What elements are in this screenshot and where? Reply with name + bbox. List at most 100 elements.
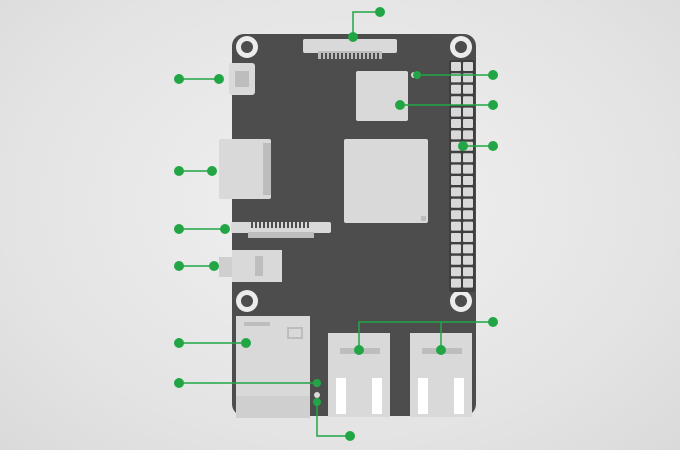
csi-pin [267,222,269,228]
gpio-pin [463,255,473,265]
csi-pin [259,222,261,228]
gpio-pin [451,130,461,140]
status-led-2 [314,392,320,398]
dsi-pin [341,53,343,59]
soc-chip [344,139,428,223]
mipi-csi-connector [231,222,331,238]
ethernet-port [236,316,310,418]
ram-chip [356,71,408,121]
callout-dot [354,345,364,355]
gpio-pin [451,187,461,197]
callout-dots [174,7,498,441]
audio-jack [219,250,282,282]
csi-pin [263,222,265,228]
gpio-pin [451,233,461,242]
gpio-pin [451,84,461,94]
callout-dot [207,166,217,176]
csi-pin [303,222,305,228]
callout-line-usb [358,321,493,350]
gpio-pin [463,210,473,220]
gpio-pin [463,119,473,128]
callout-dot [395,100,405,110]
callout-dot [313,379,321,387]
dsi-pin [365,53,367,59]
gpio-pin [463,84,473,94]
callout-dot [345,431,355,441]
callout-dot [488,141,498,151]
gpio-header [449,60,475,292]
dsi-pin [337,53,339,59]
micro-sd-slot [219,139,271,199]
gpio-pin [463,164,473,174]
gpio-pin [463,187,473,197]
gpio-pin [463,62,473,71]
gpio-pin [463,107,473,117]
gpio-pin [451,62,461,71]
gpio-pin [463,96,473,106]
csi-pin [271,222,273,228]
dsi-pin [353,53,355,59]
gpio-pin [451,153,461,163]
dsi-pin [345,53,347,59]
gpio-pin [451,198,461,208]
callout-dot [214,74,224,84]
mipi-dsi-connector [303,39,397,59]
callout-dot [488,70,498,80]
dsi-pin [325,53,327,59]
dsi-pin [333,53,335,59]
callout-dot [458,141,468,151]
callout-dot [174,224,184,234]
gpio-pin [463,278,473,288]
gpio-pin [451,107,461,117]
callout-dot [209,261,219,271]
callout-dot [174,338,184,348]
callout-dot [413,71,421,79]
gpio-pin [451,164,461,174]
gpio-pin [451,255,461,265]
gpio-pin [451,119,461,128]
gpio-pin [451,221,461,231]
gpio-pin [463,233,473,242]
csi-pin [295,222,297,228]
gpio-pin [463,244,473,254]
callout-dot [174,378,184,388]
callout-dot [241,338,251,348]
callout-line-dsi [352,11,380,37]
csi-pin [279,222,281,228]
dsi-pin [377,53,379,59]
callout-dot [436,345,446,355]
dsi-pin [329,53,331,59]
gpio-pin [451,267,461,277]
csi-pin [287,222,289,228]
csi-pin [251,222,253,228]
callout-dot [174,74,184,84]
dsi-pin [357,53,359,59]
gpio-pin [451,244,461,254]
micro-usb-power [229,63,255,95]
dsi-pin [369,53,371,59]
gpio-pin [463,198,473,208]
callout-dot [220,224,230,234]
gpio-pin [463,267,473,277]
gpio-pin [463,221,473,231]
gpio-pin [463,153,473,163]
mounting-holes [236,36,472,312]
callout-dot [174,261,184,271]
dsi-pin [361,53,363,59]
callout-dot [375,7,385,17]
callout-dot [313,398,321,406]
callout-line-led-2 [316,400,350,437]
csi-pin [255,222,257,228]
csi-pin [283,222,285,228]
gpio-pin [463,176,473,185]
csi-pin [307,222,309,228]
callout-dot [488,317,498,327]
dsi-pin [321,53,323,59]
gpio-pin [451,96,461,106]
callout-dot [174,166,184,176]
gpio-pin [463,130,473,140]
gpio-pin [451,210,461,220]
callout-dot [348,32,358,42]
